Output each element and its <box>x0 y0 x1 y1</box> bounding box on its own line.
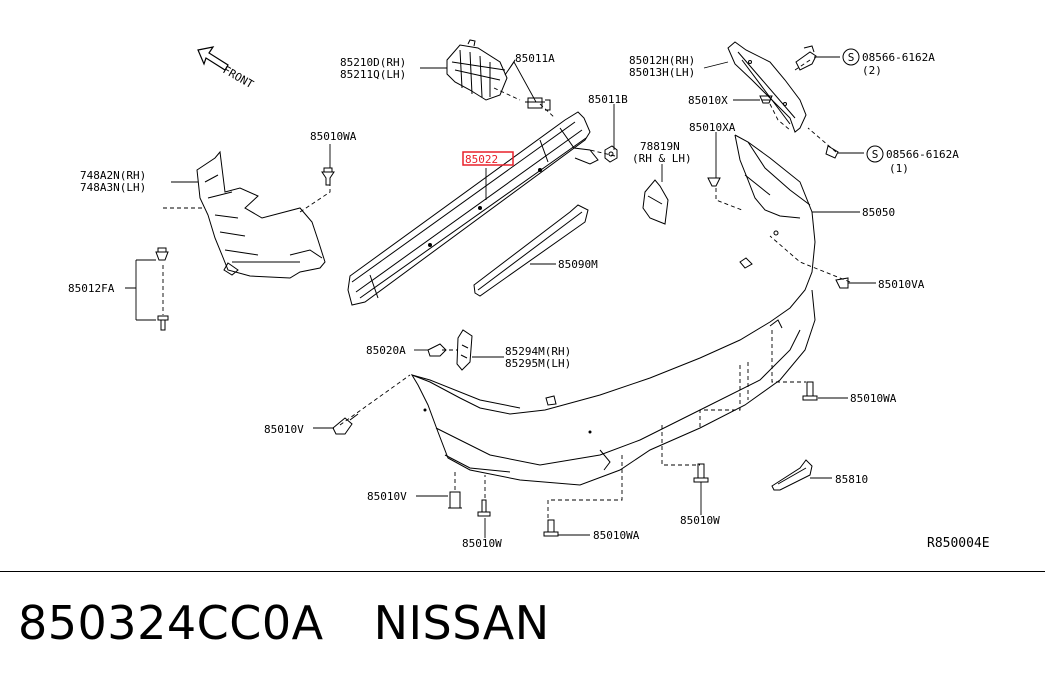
label-85010x: 85010X <box>688 94 728 107</box>
label-85010wa-right: 85010WA <box>850 392 897 405</box>
label-85010wa-top: 85010WA <box>310 130 357 143</box>
label-85010v-bottom: 85010V <box>367 490 407 503</box>
footer-caption: 850324CC0A NISSAN <box>18 596 550 650</box>
clip-85010va-icon <box>835 277 849 289</box>
label-reference-code: R850004E <box>927 536 990 551</box>
label-85010w-right: 85010W <box>680 514 720 527</box>
s-symbol-lower: S <box>866 145 884 163</box>
clip-85010wa-bottom-icon <box>543 519 559 537</box>
label-85012fa: 85012FA <box>68 282 115 295</box>
parts-diagram: S S FRONT 85210D(RH) 85211Q(LH) 85011A 8… <box>68 39 990 551</box>
label-748a3n: 748A3N(LH) <box>80 181 146 194</box>
fastener-85011a-icon <box>525 97 551 111</box>
upper-bracket-85210d <box>446 39 508 101</box>
bumper-fascia-85050 <box>410 134 816 486</box>
s-symbol-upper: S <box>842 48 860 66</box>
divider-line <box>0 571 1045 572</box>
label-85294m: 85294M(RH) <box>505 345 571 358</box>
label-85011a: 85011A <box>515 52 555 65</box>
label-front: FRONT <box>221 63 257 91</box>
label-85010wa-bottom: 85010WA <box>593 529 640 542</box>
clip-85020a-icon <box>427 343 447 357</box>
label-85090m: 85090M <box>558 258 598 271</box>
s-symbol-upper-text: S <box>848 51 855 64</box>
label-qty-2: (2) <box>862 64 882 77</box>
label-85010va: 85010VA <box>878 278 925 291</box>
side-bracket-85294m <box>456 329 473 371</box>
clip-85010wa-top-icon <box>321 167 335 186</box>
label-85050: 85050 <box>862 206 895 219</box>
label-08566-upper: 08566-6162A <box>862 51 935 64</box>
label-78819n: 78819N <box>640 140 680 153</box>
highlight-box <box>462 151 514 166</box>
label-85010w-bottom: 85010W <box>462 537 502 550</box>
label-qty-1: (1) <box>889 162 909 175</box>
clip-85012fa-lower-icon <box>157 315 169 331</box>
mud-guard-748a2n <box>196 150 326 279</box>
label-85010xa: 85010XA <box>689 121 736 134</box>
fastener-85011b-icon <box>604 145 618 163</box>
label-85013h: 85013H(LH) <box>629 66 695 79</box>
screw-08566-lower-icon <box>825 145 839 159</box>
lower-bracket-85810 <box>771 459 813 491</box>
rear-reinforcement-85022 <box>347 111 599 306</box>
clip-85012fa-upper-icon <box>155 247 169 261</box>
label-85810: 85810 <box>835 473 868 486</box>
label-rh-lh: (RH & LH) <box>632 152 692 165</box>
screw-85010v-left-icon <box>332 413 359 435</box>
clip-85010xa-icon <box>707 177 721 187</box>
label-85020a: 85020A <box>366 344 406 357</box>
screw-08566-upper-icon <box>795 45 817 71</box>
label-85011b: 85011B <box>588 93 628 106</box>
label-85210d: 85210D(RH) <box>340 56 406 69</box>
clip-85010w-bottom-icon <box>477 499 491 517</box>
label-85012h: 85012H(RH) <box>629 54 695 67</box>
bracket-78819n <box>642 179 669 225</box>
energy-absorber-85090m <box>473 204 589 297</box>
label-85295m: 85295M(LH) <box>505 357 571 370</box>
clip-85010w-right-icon <box>693 463 709 483</box>
clip-85010x-icon <box>759 95 773 104</box>
front-arrow-icon <box>197 46 229 71</box>
brand-name: NISSAN <box>373 596 550 650</box>
part-number: 850324CC0A <box>18 596 324 650</box>
upper-bracket-85012h <box>727 41 807 133</box>
label-85022: 85022 <box>465 153 498 166</box>
label-748a2n: 748A2N(RH) <box>80 169 146 182</box>
clip-85010wa-right-icon <box>802 381 818 401</box>
label-08566-lower: 08566-6162A <box>886 148 959 161</box>
label-85010v-left: 85010V <box>264 423 304 436</box>
label-85211q: 85211Q(LH) <box>340 68 406 81</box>
screw-85010v-bottom-icon <box>448 491 462 509</box>
s-symbol-lower-text: S <box>872 148 879 161</box>
